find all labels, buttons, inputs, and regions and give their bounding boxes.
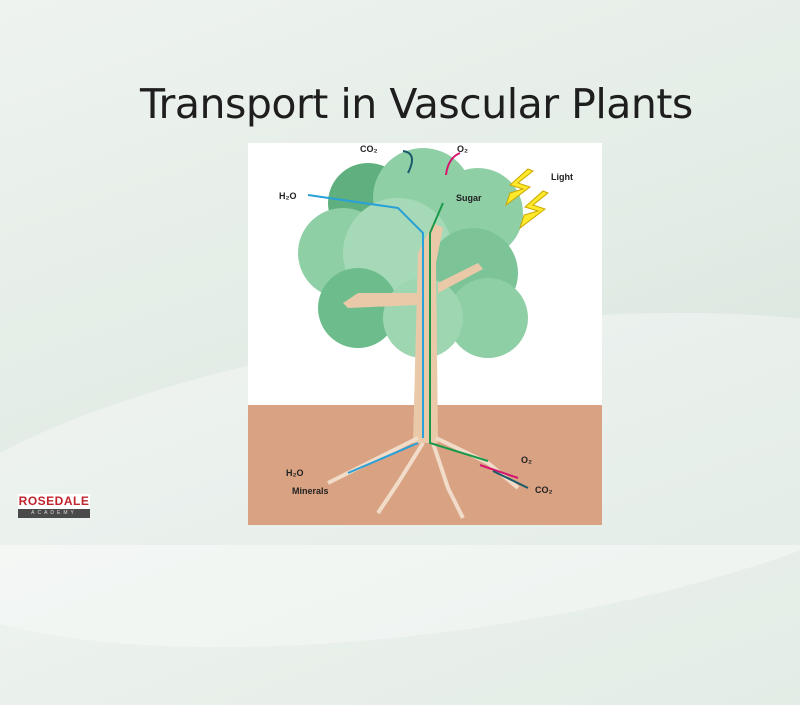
co2-out-arrow xyxy=(492,470,529,489)
label-co2-bottom: CO₂ xyxy=(535,485,553,495)
co2-in-arrow xyxy=(402,150,413,174)
label-o2-bottom: O₂ xyxy=(521,455,532,465)
label-o2-top: O₂ xyxy=(457,144,468,154)
sugar-arrows-phloem xyxy=(429,202,489,462)
o2-out-arrow xyxy=(445,152,461,176)
tree-canopy xyxy=(298,148,528,358)
label-sugar: Sugar xyxy=(456,193,482,203)
vascular-plant-diagram: CO₂ O₂ Light H₂O Sugar H₂O Minerals O₂ C… xyxy=(248,143,602,525)
label-minerals: Minerals xyxy=(292,486,329,496)
label-h2o-bottom: H₂O xyxy=(286,468,304,478)
o2-in-arrow xyxy=(479,464,519,479)
rosedale-academy-logo: ROSEDALE ACADEMY xyxy=(18,494,90,518)
tree-trunk xyxy=(343,223,483,443)
slide-title: Transport in Vascular Plants xyxy=(140,80,693,128)
label-light: Light xyxy=(551,172,573,182)
logo-name: ROSEDALE xyxy=(18,494,90,509)
water-arrows-xylem xyxy=(307,194,424,474)
roots xyxy=(327,436,520,519)
label-co2-top: CO₂ xyxy=(360,144,378,154)
light-bolts-icon xyxy=(505,168,549,230)
logo-sub: ACADEMY xyxy=(18,509,90,518)
label-h2o-top: H₂O xyxy=(279,191,297,201)
